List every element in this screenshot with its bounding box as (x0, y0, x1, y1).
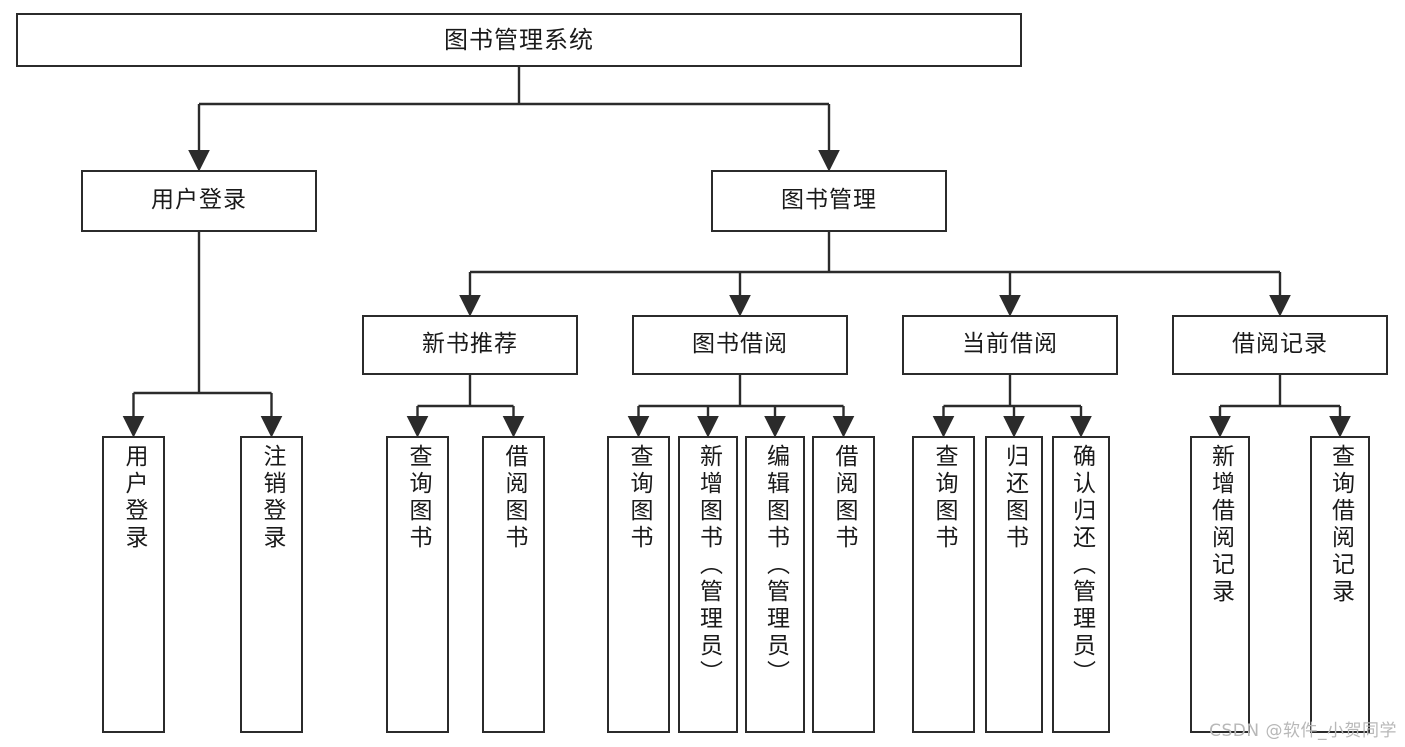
node-label: 确认归还（管理员） (1068, 444, 1095, 687)
node-leaf-rec-1[interactable]: 新增借阅记录 (1190, 436, 1250, 733)
node-label: 当前借阅 (962, 331, 1058, 358)
node-label: 查询图书 (931, 444, 957, 552)
node-label: 新增借阅记录 (1207, 444, 1234, 606)
node-label: 新书推荐 (422, 331, 518, 358)
node-label: 图书借阅 (692, 331, 788, 358)
node-login[interactable]: 用户登录 (81, 170, 317, 232)
node-label: 查询借阅记录 (1327, 444, 1354, 606)
node-label: 查询图书 (405, 444, 431, 552)
node-label: 借阅记录 (1232, 331, 1328, 358)
node-leaf-borrow-1[interactable]: 查询图书 (607, 436, 670, 733)
node-leaf-borrow-2[interactable]: 新增图书（管理员） (678, 436, 738, 733)
node-leaf-login-1[interactable]: 用户登录 (102, 436, 165, 733)
node-leaf-new-1[interactable]: 查询图书 (386, 436, 449, 733)
node-label: 新增图书（管理员） (695, 444, 722, 687)
node-leaf-borrow-3[interactable]: 编辑图书（管理员） (745, 436, 805, 733)
node-label: 用户登录 (151, 187, 247, 214)
node-leaf-cur-1[interactable]: 查询图书 (912, 436, 975, 733)
node-leaf-login-2[interactable]: 注销登录 (240, 436, 303, 733)
node-label: 查询图书 (626, 444, 652, 552)
node-label: 注销登录 (259, 444, 285, 552)
node-leaf-cur-3[interactable]: 确认归还（管理员） (1052, 436, 1110, 733)
node-root[interactable]: 图书管理系统 (16, 13, 1022, 67)
node-leaf-new-2[interactable]: 借阅图书 (482, 436, 545, 733)
node-label: 编辑图书（管理员） (762, 444, 789, 687)
node-borrow[interactable]: 图书借阅 (632, 315, 848, 375)
node-records[interactable]: 借阅记录 (1172, 315, 1388, 375)
node-label: 借阅图书 (831, 444, 857, 552)
node-label: 借阅图书 (501, 444, 527, 552)
node-label: 图书管理 (781, 187, 877, 214)
node-leaf-cur-2[interactable]: 归还图书 (985, 436, 1043, 733)
node-label: 用户登录 (121, 444, 147, 552)
node-newbook[interactable]: 新书推荐 (362, 315, 578, 375)
node-label: 图书管理系统 (444, 25, 594, 54)
node-bookmgmt[interactable]: 图书管理 (711, 170, 947, 232)
node-leaf-borrow-4[interactable]: 借阅图书 (812, 436, 875, 733)
csdn-watermark: CSDN @软件_小贺同学 (1209, 721, 1397, 741)
node-current[interactable]: 当前借阅 (902, 315, 1118, 375)
node-label: 归还图书 (1001, 444, 1028, 552)
node-leaf-rec-2[interactable]: 查询借阅记录 (1310, 436, 1370, 733)
